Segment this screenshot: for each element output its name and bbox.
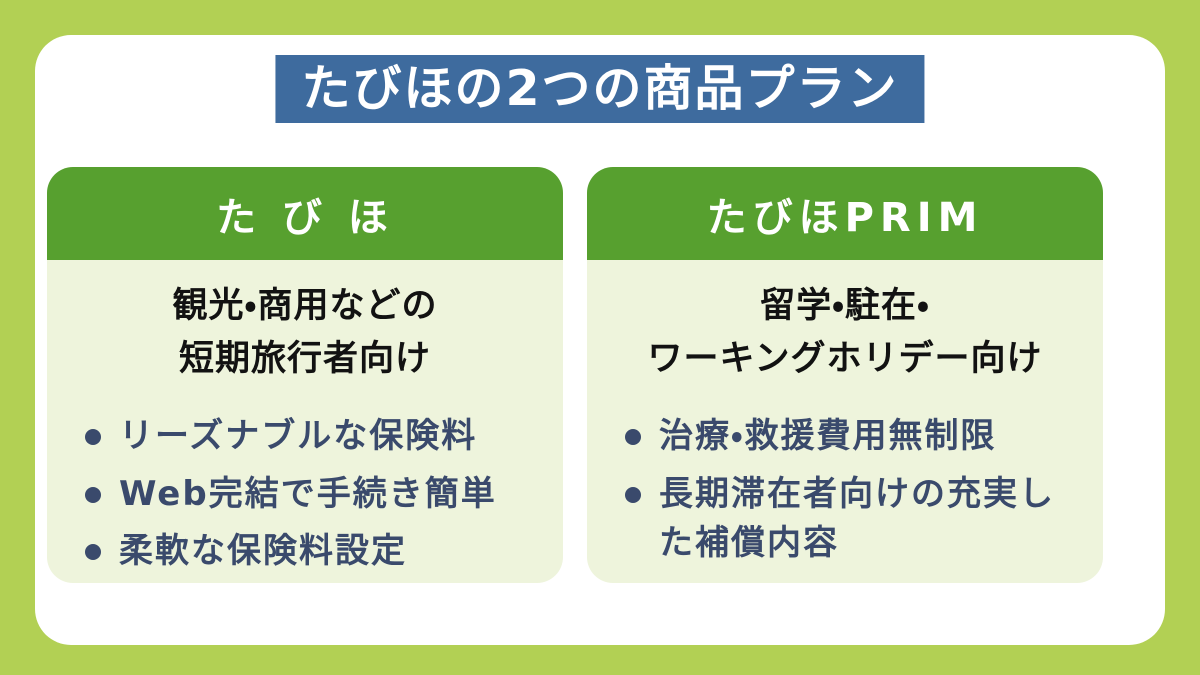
bullet-icon xyxy=(85,486,101,503)
plan-target-audience: 留学・駐在・ ワーキングホリデー向け xyxy=(609,280,1081,386)
plan-card-header: たびほPRIM xyxy=(587,167,1103,260)
plan-card-body: 観光・商用などの 短期旅行者向け リーズナブルな保険料 Web完結で手続き簡単 … xyxy=(47,260,563,583)
bullet-icon xyxy=(85,543,101,560)
plan-feature-item: 長期滞在者向けの充実した補償内容 xyxy=(625,470,1081,569)
feature-text: Web完結で手続き簡単 xyxy=(119,473,497,514)
feature-text: リーズナブルな保険料 xyxy=(119,416,478,457)
audience-line: 留学・駐在・ xyxy=(760,286,930,326)
plan-card-tabiho: た び ほ 観光・商用などの 短期旅行者向け リーズナブルな保険料 Web完結で… xyxy=(47,167,563,583)
plan-cards-row: た び ほ 観光・商用などの 短期旅行者向け リーズナブルな保険料 Web完結で… xyxy=(47,167,1103,583)
feature-text: 柔軟な保険料設定 xyxy=(119,530,407,571)
plan-card-body: 留学・駐在・ ワーキングホリデー向け 治療・救援費用無制限 長期滞在者向けの充実… xyxy=(587,260,1103,583)
audience-line: 観光・商用などの xyxy=(172,286,438,326)
plan-feature-item: 治療・救援費用無制限 xyxy=(625,412,1081,461)
plan-card-header: た び ほ xyxy=(47,167,563,260)
bullet-icon xyxy=(625,486,641,503)
plan-feature-item: Web完結で手続き簡単 xyxy=(85,470,541,519)
bullet-icon xyxy=(625,429,641,446)
plan-feature-item: 柔軟な保険料設定 xyxy=(85,527,541,576)
bullet-icon xyxy=(85,429,101,446)
plan-card-tabiho-prim: たびほPRIM 留学・駐在・ ワーキングホリデー向け 治療・救援費用無制限 長期… xyxy=(587,167,1103,583)
plan-feature-item: リーズナブルな保険料 xyxy=(85,412,541,461)
feature-text: 治療・救援費用無制限 xyxy=(659,416,997,457)
audience-line: 短期旅行者向け xyxy=(178,339,431,380)
plan-feature-list: リーズナブルな保険料 Web完結で手続き簡単 柔軟な保険料設定 xyxy=(69,412,541,576)
audience-line: ワーキングホリデー向け xyxy=(647,339,1043,380)
feature-text: 長期滞在者向けの充実した補償内容 xyxy=(659,473,1055,563)
page-title: たびほの2つの商品プラン xyxy=(275,55,925,123)
plan-feature-list: 治療・救援費用無制限 長期滞在者向けの充実した補償内容 xyxy=(609,412,1081,568)
plan-target-audience: 観光・商用などの 短期旅行者向け xyxy=(69,280,541,386)
